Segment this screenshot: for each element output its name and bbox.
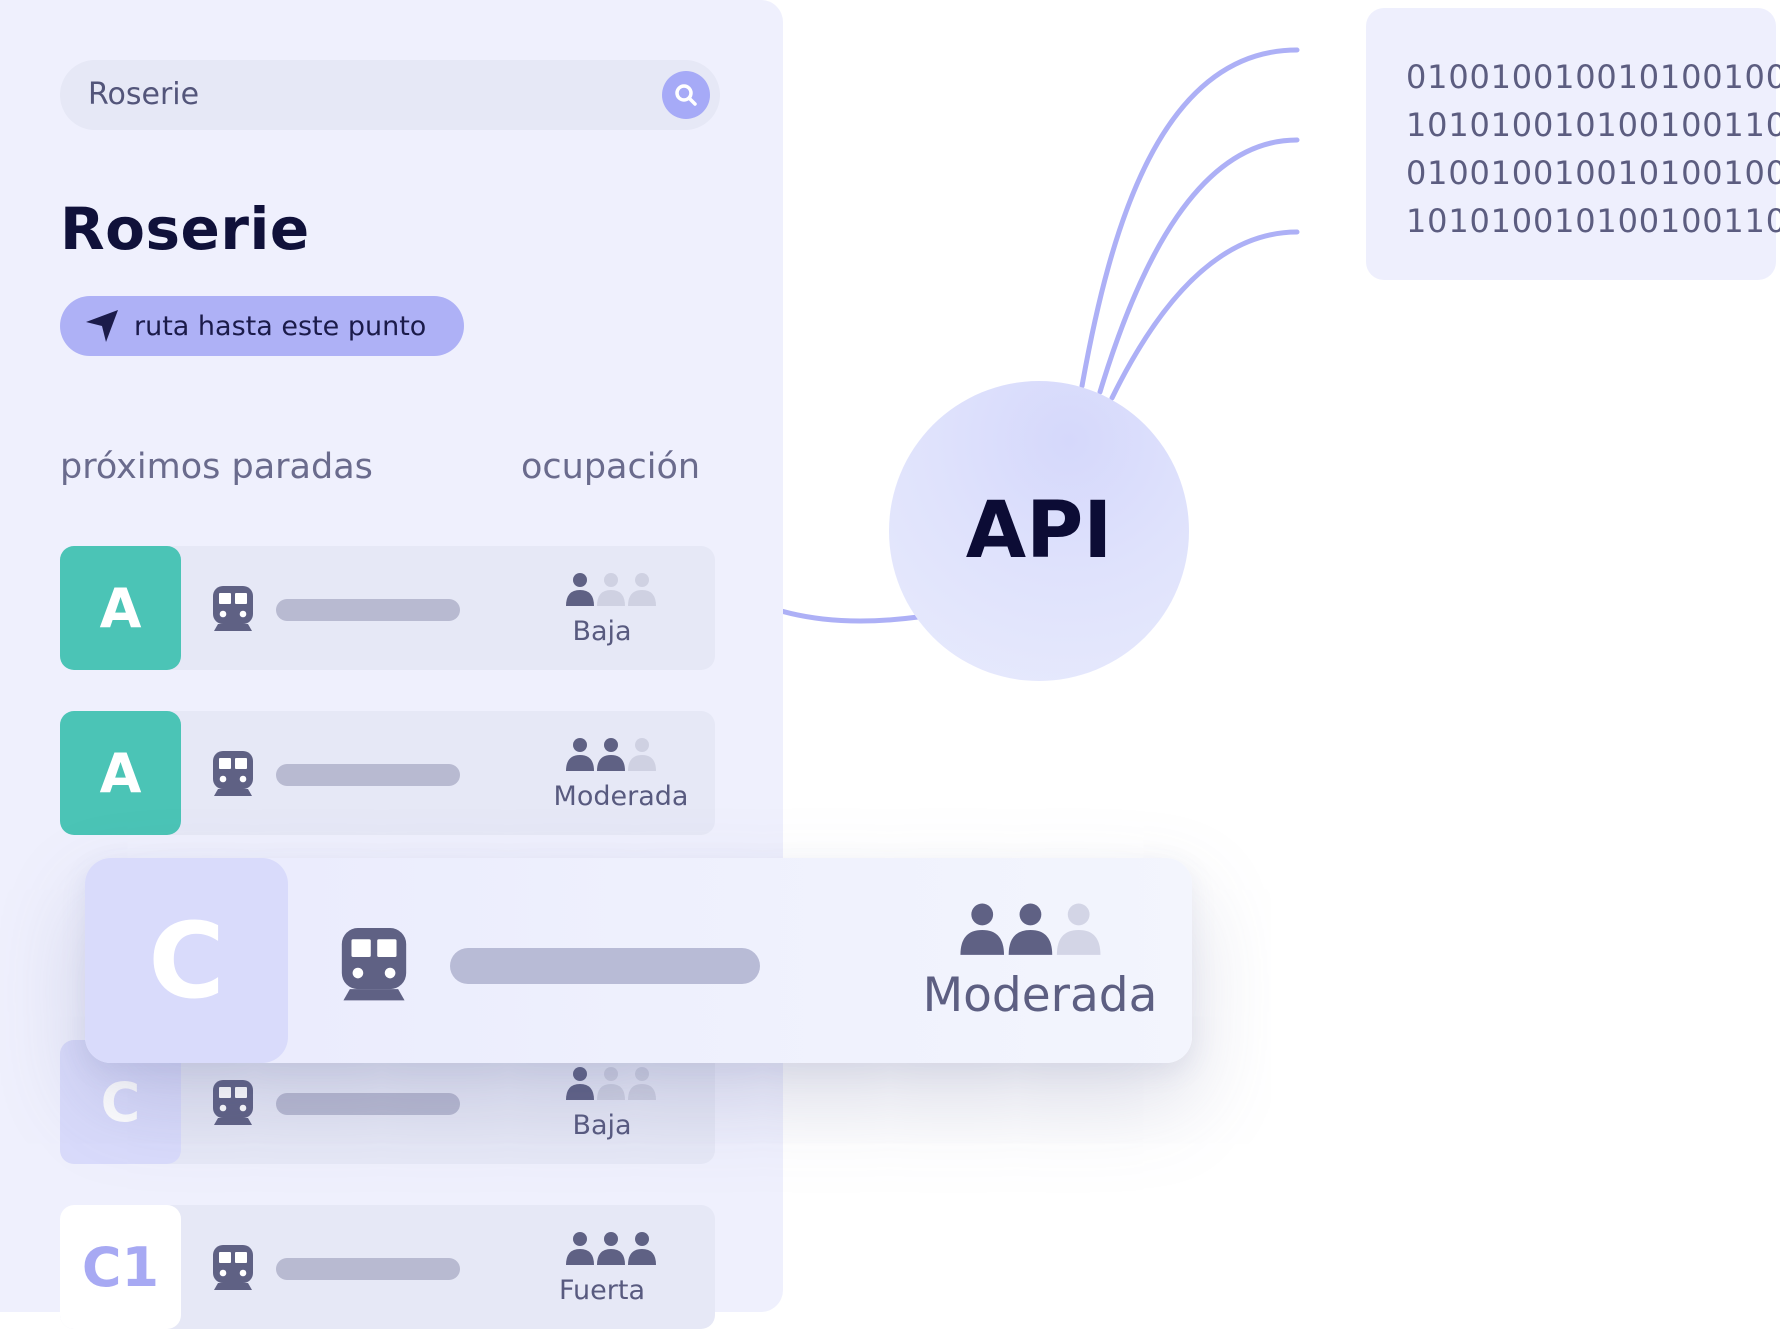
route-button-label: ruta hasta este punto xyxy=(134,310,427,342)
page-title: Roserie xyxy=(60,195,310,263)
train-icon xyxy=(213,586,253,631)
line-badge: C xyxy=(85,858,288,1063)
api-label: API xyxy=(965,486,1113,576)
search-button[interactable] xyxy=(662,71,710,119)
binary-line: 101010010100100110 xyxy=(1406,202,1780,240)
navigation-arrow-icon xyxy=(86,310,118,342)
route-placeholder-bar xyxy=(276,1093,460,1115)
route-placeholder-bar xyxy=(276,1258,460,1280)
line-badge: A xyxy=(60,546,181,670)
occupancy-people-icon xyxy=(960,903,1101,955)
api-node: API xyxy=(889,381,1189,681)
stop-row[interactable]: A Moderada xyxy=(60,711,715,835)
binary-data-box: 010010010010100100 101010010100100110 01… xyxy=(1366,8,1780,280)
search-icon xyxy=(675,84,697,106)
occupancy-label: Baja xyxy=(572,616,632,647)
route-placeholder-bar xyxy=(450,948,760,984)
train-icon xyxy=(213,1080,253,1125)
route-placeholder-bar xyxy=(276,599,460,621)
train-icon xyxy=(213,1245,253,1290)
search-input[interactable] xyxy=(88,60,608,130)
occupancy-label: Baja xyxy=(572,1110,632,1141)
binary-line: 101010010100100110 xyxy=(1406,106,1780,144)
binary-line: 010010010010100100 xyxy=(1406,58,1780,96)
occupancy-people-icon xyxy=(564,737,660,773)
route-button[interactable]: ruta hasta este punto xyxy=(60,296,464,356)
train-icon xyxy=(213,751,253,796)
highlighted-stop-card[interactable]: C Moderada xyxy=(85,858,1192,1063)
line-badge: C1 xyxy=(60,1205,181,1329)
line-badge: A xyxy=(60,711,181,835)
line-badge: C xyxy=(60,1040,181,1164)
occupancy-header: ocupación xyxy=(521,447,701,487)
occupancy-label: Moderada xyxy=(922,968,1158,1023)
occupancy-label: Fuerta xyxy=(558,1275,645,1306)
occupancy-people-icon xyxy=(564,572,660,608)
occupancy-people-icon xyxy=(564,1231,660,1267)
occupancy-people-icon xyxy=(564,1066,660,1102)
occupancy-label: Moderada xyxy=(553,781,689,812)
next-stops-header: próximos paradas xyxy=(60,447,373,487)
stop-row[interactable]: A Baja xyxy=(60,546,715,670)
search-bar xyxy=(60,60,720,130)
stop-panel: Roserie ruta hasta este punto próximos p… xyxy=(0,0,783,1329)
binary-line: 010010010010100100 xyxy=(1406,154,1780,192)
route-placeholder-bar xyxy=(276,764,460,786)
train-icon xyxy=(341,928,407,1001)
